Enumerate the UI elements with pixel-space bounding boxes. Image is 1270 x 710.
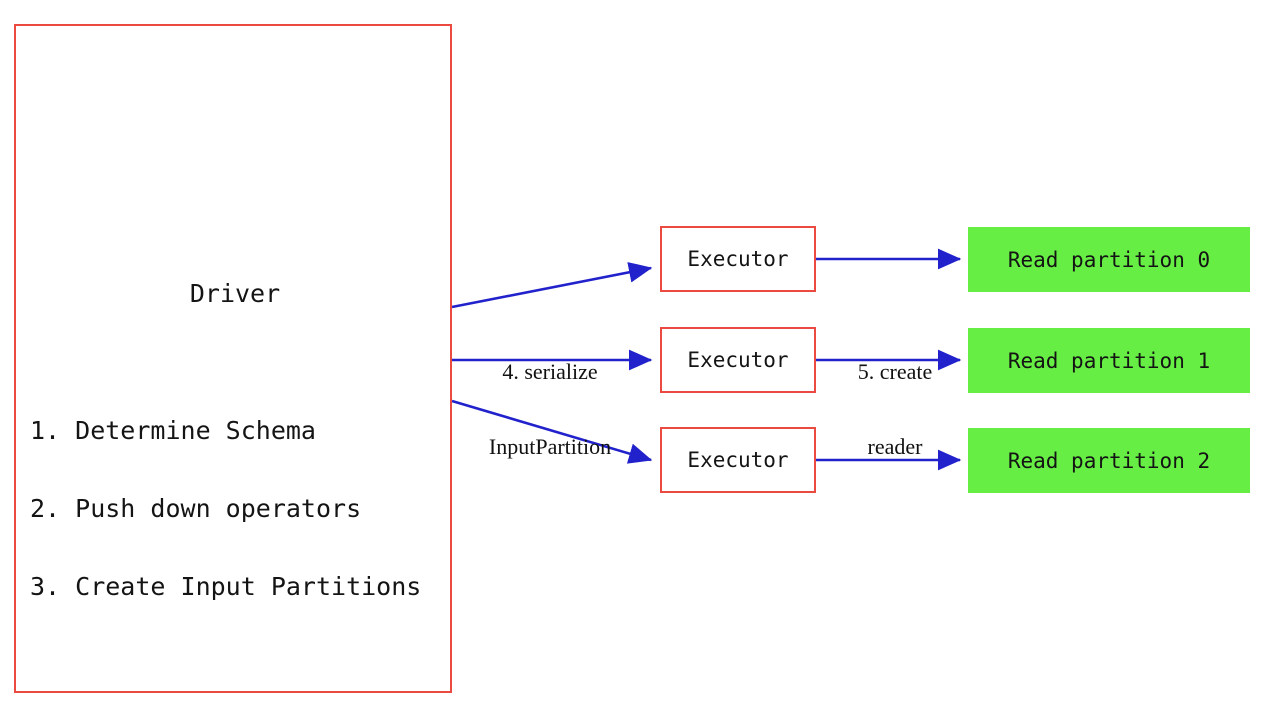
- driver-box: Driver 1. Determine Schema 2. Push down …: [14, 24, 452, 693]
- label-serialize-line-1: 4. serialize: [502, 359, 598, 384]
- arrow-driver-to-executor-2: [451, 399, 653, 464]
- driver-steps-list: 1. Determine Schema 2. Push down operato…: [30, 366, 450, 652]
- read-partition-box-1: Read partition 1: [968, 328, 1250, 393]
- read-partition-box-2: Read partition 2: [968, 428, 1250, 493]
- driver-title: Driver: [189, 279, 281, 308]
- executor-box-1: Executor: [660, 327, 816, 393]
- label-serialize-input-partition: 4. serialize InputPartition: [460, 309, 640, 509]
- executor-box-0: Executor: [660, 226, 816, 292]
- read-partition-box-0: Read partition 0: [968, 227, 1250, 292]
- label-create-reader-line-1: 5. create: [857, 359, 933, 384]
- executor-box-2: Executor: [660, 427, 816, 493]
- driver-step-1: 1. Determine Schema: [30, 416, 316, 445]
- label-create-reader: 5. create reader: [825, 309, 965, 509]
- driver-step-2: 2. Push down operators: [30, 494, 362, 523]
- arrow-driver-to-executor-0: [451, 262, 653, 309]
- label-create-reader-line-2: reader: [867, 434, 923, 459]
- label-serialize-line-2: InputPartition: [488, 434, 612, 459]
- driver-step-3: 3. Create Input Partitions: [30, 572, 422, 601]
